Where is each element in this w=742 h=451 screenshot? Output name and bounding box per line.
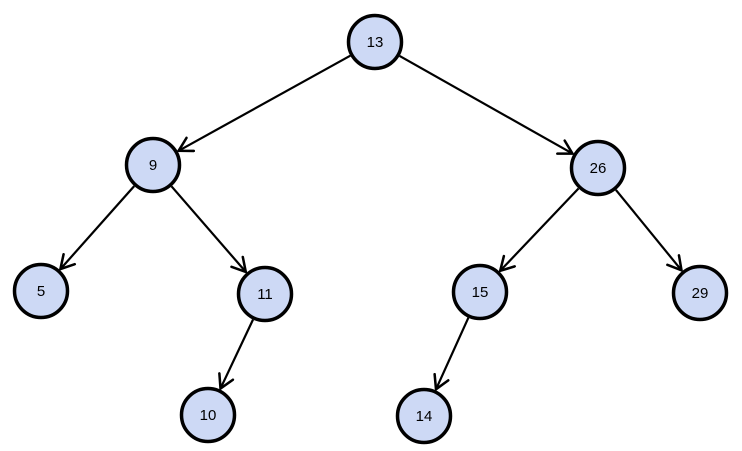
- tree-node-circle: [569, 139, 627, 197]
- tree-node-circle: [179, 386, 237, 444]
- tree-edge-9-5: [58, 185, 136, 272]
- tree-node-11: 11: [236, 265, 294, 323]
- tree-node-label: 29: [692, 285, 709, 302]
- tree-node-label: 13: [367, 34, 384, 51]
- tree-node-circle: [451, 263, 509, 321]
- tree-edge-13-26: [399, 54, 575, 155]
- tree-node-circle: [124, 136, 182, 194]
- tree-node-circle: [236, 265, 294, 323]
- tree-node-14: 14: [395, 387, 453, 445]
- tree-edge-26-15: [498, 187, 580, 273]
- tree-node-circle: [395, 387, 453, 445]
- tree-node-13: 13: [346, 13, 404, 71]
- tree-edge-15-14: [433, 317, 470, 392]
- tree-edge-26-29: [615, 189, 684, 273]
- tree-node-9: 9: [124, 136, 182, 194]
- tree-node-circle: [12, 262, 70, 320]
- tree-node-10: 10: [179, 386, 237, 444]
- tree-node-label: 5: [37, 283, 45, 300]
- tree-node-26: 26: [569, 139, 627, 197]
- tree-node-circle: [346, 13, 404, 71]
- tree-node-label: 15: [472, 284, 489, 301]
- tree-node-label: 9: [149, 157, 157, 174]
- tree-edge-11-10: [218, 319, 254, 391]
- tree-node-15: 15: [451, 263, 509, 321]
- tree-node-29: 29: [671, 264, 729, 322]
- tree-node-5: 5: [12, 262, 70, 320]
- tree-node-circle: [671, 264, 729, 322]
- tree-node-label: 26: [590, 160, 607, 177]
- tree-node-label: 11: [257, 286, 273, 303]
- tree-node-label: 10: [200, 407, 217, 424]
- tree-node-label: 14: [416, 408, 433, 425]
- tree-edge-9-11: [170, 185, 248, 274]
- tree-edge-13-9: [176, 54, 351, 153]
